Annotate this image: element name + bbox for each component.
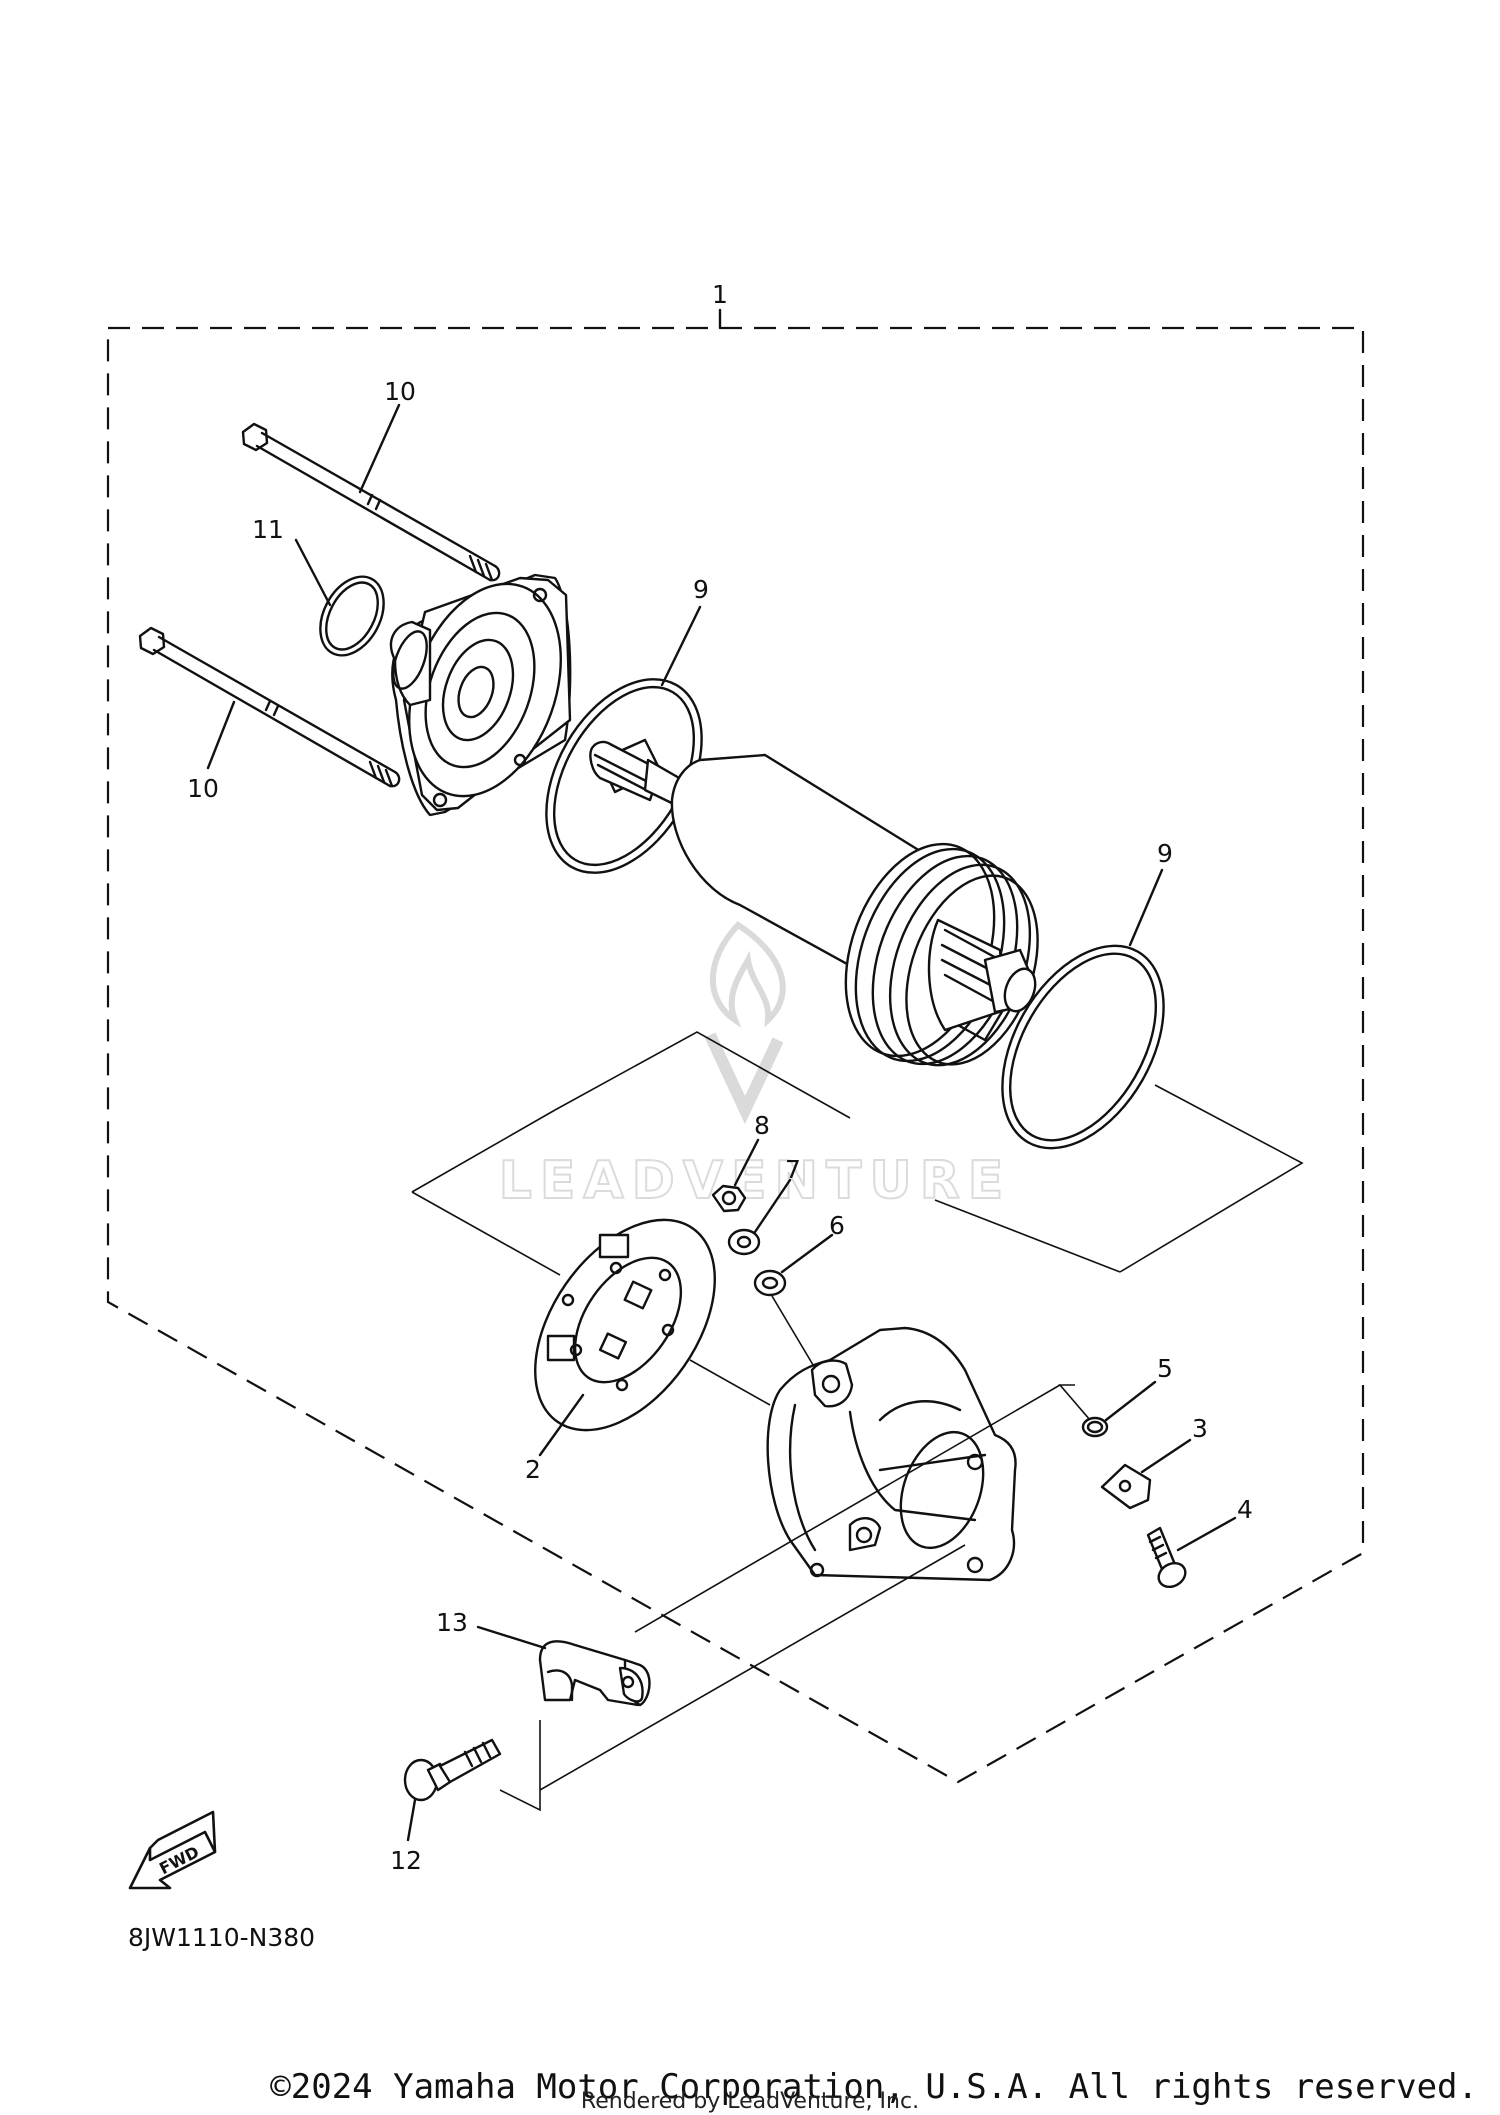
callout-9b: 9 (1157, 839, 1173, 868)
callout-12: 12 (390, 1846, 422, 1875)
clip-nut (1100, 1463, 1152, 1510)
callout-5: 5 (1157, 1354, 1173, 1383)
watermark-v-icon (704, 1032, 784, 1125)
motor-yoke (589, 738, 1039, 1067)
callout-3: 3 (1192, 1414, 1208, 1443)
through-bolt-upper (241, 422, 501, 582)
o-ring-large-rear (1001, 944, 1165, 1150)
callout-1: 1 (712, 280, 728, 309)
callout-4: 4 (1237, 1495, 1253, 1524)
leader-9a (660, 605, 702, 687)
terminal-screw (1146, 1526, 1187, 1589)
leader-3 (1140, 1438, 1192, 1474)
front-cover (389, 573, 572, 817)
rendered-by-notice: Rendered by LeadVenture, Inc. (581, 2089, 919, 2114)
callout-8: 8 (754, 1111, 770, 1140)
leader-5 (1104, 1380, 1157, 1422)
leader-13 (476, 1625, 547, 1650)
flange-bolt (403, 1738, 502, 1802)
copyright-notice: ©2024 Yamaha Motor Corporation, U.S.A. A… (270, 2067, 1478, 2107)
callout-10a: 10 (384, 377, 416, 406)
diagram-code: 8JW1110-N380 (128, 1923, 315, 1952)
leader-12 (406, 1798, 417, 1842)
leader-9b (1128, 868, 1164, 947)
o-ring-small-terminal (1081, 1416, 1109, 1438)
leader-6 (780, 1233, 834, 1274)
hose-clamp (538, 1640, 651, 1707)
leader-10a (358, 403, 401, 494)
through-bolt-lower (138, 626, 401, 788)
leader-11 (294, 538, 332, 607)
reference-plane (411, 1031, 1304, 1406)
nut (711, 1184, 747, 1213)
fwd-arrow-icon: FWD (128, 1810, 217, 1890)
assembly-boundary (106, 326, 1365, 1784)
o-ring-small (319, 575, 385, 657)
watermark-flame-icon (709, 921, 786, 1028)
leader-7 (753, 1178, 792, 1234)
callout-13: 13 (436, 1608, 468, 1637)
leader-2 (538, 1393, 585, 1457)
bolt-axis-lines (499, 1384, 1091, 1812)
watermark-text: LEADVENTURE (499, 1151, 1012, 1211)
callout-2: 2 (525, 1455, 541, 1484)
leader-10b (206, 700, 236, 770)
callout-10b: 10 (187, 774, 219, 803)
washer (727, 1228, 761, 1256)
o-ring-small-terminal-inner (1086, 1420, 1104, 1434)
watermark: LEADVENTURE (498, 921, 1012, 1212)
callout-11: 11 (252, 515, 284, 544)
leader-8 (733, 1138, 760, 1187)
leader-4 (1176, 1516, 1237, 1552)
insulator-washer (753, 1269, 787, 1297)
callout-9a: 9 (693, 575, 709, 604)
callout-6: 6 (829, 1211, 845, 1240)
callout-7: 7 (785, 1155, 801, 1184)
brush-holder-plate (534, 1218, 716, 1432)
rear-cover (766, 1326, 1017, 1582)
